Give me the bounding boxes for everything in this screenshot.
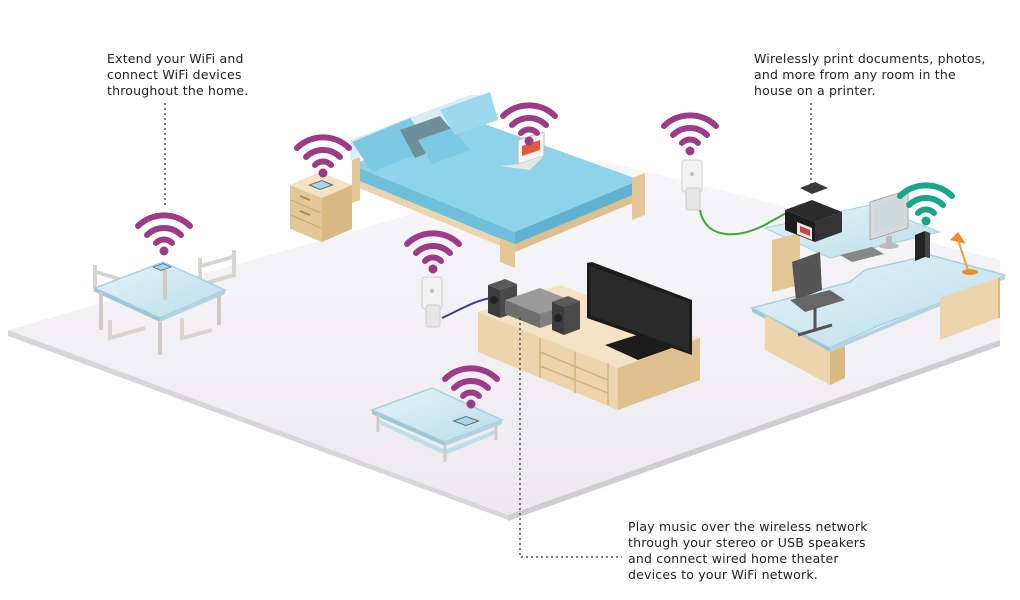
printer-icon xyxy=(785,182,842,242)
coffee-table xyxy=(369,387,504,462)
callout-leader-lines xyxy=(164,103,812,558)
bed xyxy=(350,92,645,268)
tablet-icon xyxy=(308,180,334,190)
tablet-icon xyxy=(452,416,480,426)
dining-table xyxy=(93,250,236,355)
monitor xyxy=(869,189,909,249)
powerline-adapter-icon xyxy=(421,276,443,328)
wifi-signal-icon xyxy=(138,215,190,255)
powerline-adapter-icon xyxy=(681,159,703,211)
stereo-system xyxy=(488,279,580,335)
router-icon xyxy=(915,231,930,261)
tablet-icon xyxy=(152,263,172,271)
wifi-signal-icon xyxy=(297,137,349,177)
ethernet-cable-purple xyxy=(441,297,493,319)
wifi-signal-icon xyxy=(664,115,716,155)
callout-play-music: Play music over the wireless network thr… xyxy=(628,519,868,582)
callout-extend-wifi: Extend your WiFi and connect WiFi device… xyxy=(107,51,249,98)
desk-lamp xyxy=(950,232,978,275)
nightstand xyxy=(290,172,352,242)
television xyxy=(587,262,692,360)
callout-wireless-print: Wirelessly print documents, photos, and … xyxy=(754,51,986,98)
